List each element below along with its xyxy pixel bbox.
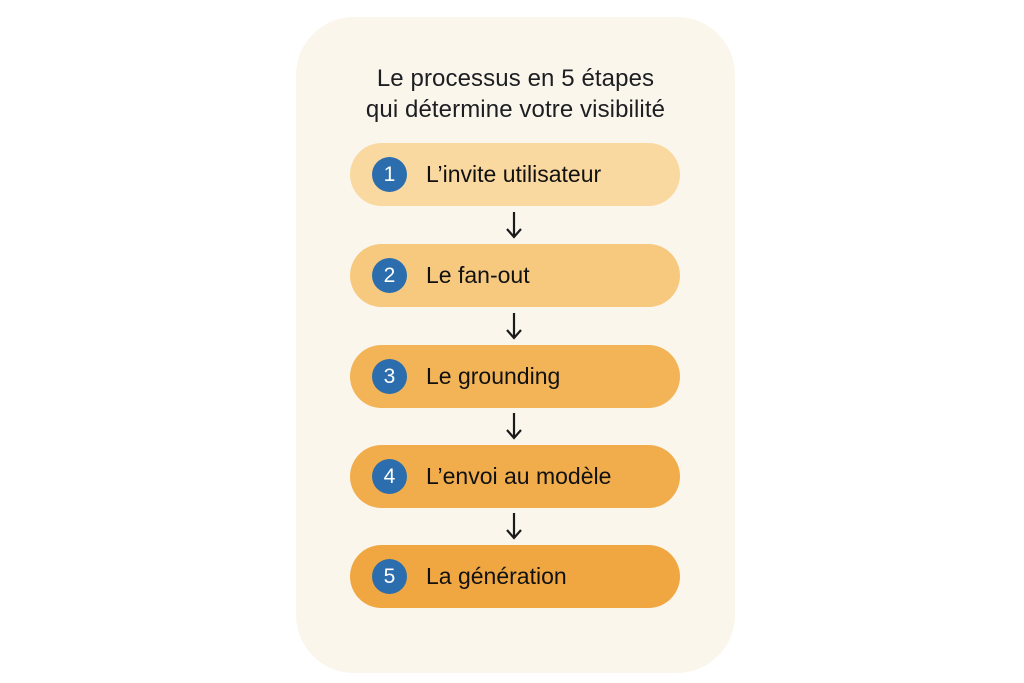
step-label: L’envoi au modèle [426, 463, 612, 489]
step-3: 3 Le grounding [350, 345, 680, 408]
title-line-2: qui détermine votre visibilité [365, 96, 666, 123]
arrow-down-icon [506, 212, 522, 239]
title-line-1: Le processus en 5 étapes [376, 65, 655, 92]
step-label: Le grounding [426, 363, 561, 389]
step-number-badge: 3 [372, 359, 407, 394]
step-1: 1 L’invite utilisateur [350, 143, 680, 206]
step-number-badge: 1 [372, 157, 407, 192]
step-4: 4 L’envoi au modèle [350, 445, 680, 508]
process-card: Le processus en 5 étapes qui détermine v… [296, 17, 735, 673]
arrow-down-icon [506, 413, 522, 440]
step-number-badge: 4 [372, 459, 407, 494]
step-label: La génération [426, 563, 567, 589]
diagram-title: Le processus en 5 étapes qui détermine v… [296, 63, 735, 125]
step-label: Le fan-out [426, 262, 530, 288]
step-label: L’invite utilisateur [426, 161, 602, 187]
step-number-badge: 2 [372, 258, 407, 293]
step-number-badge: 5 [372, 559, 407, 594]
step-2: 2 Le fan-out [350, 244, 680, 307]
arrow-down-icon [506, 313, 522, 340]
step-5: 5 La génération [350, 545, 680, 608]
arrow-down-icon [506, 513, 522, 540]
